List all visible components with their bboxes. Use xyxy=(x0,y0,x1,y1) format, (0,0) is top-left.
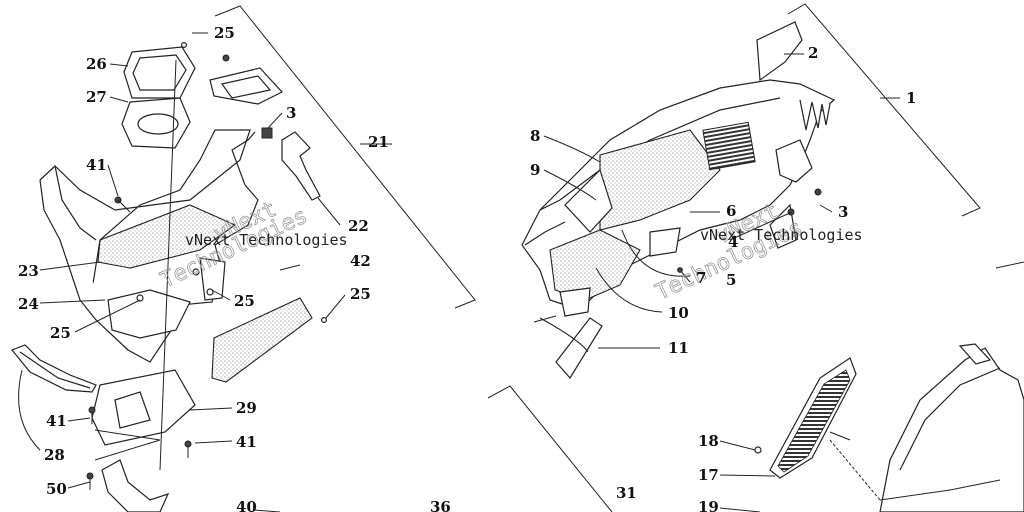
callout-25: 25 xyxy=(234,292,255,310)
left-assembly xyxy=(11,5,476,512)
callout-labels: 25 26 27 3 21 41 22 42 23 24 25 25 25 28… xyxy=(18,24,916,512)
callout-11: 11 xyxy=(668,339,689,357)
callout-36: 36 xyxy=(430,498,451,512)
bracket-21 xyxy=(214,5,476,309)
callout-28: 28 xyxy=(44,446,65,464)
callout-17: 17 xyxy=(698,466,719,484)
callout-26: 26 xyxy=(86,55,107,73)
callout-41: 41 xyxy=(236,433,257,451)
grille-vent xyxy=(702,121,756,171)
right-assembly xyxy=(487,3,1024,512)
callout-42: 42 xyxy=(350,252,371,270)
callout-7: 7 xyxy=(696,269,706,287)
callout-3: 3 xyxy=(286,104,296,122)
vent-part-22 xyxy=(281,131,321,201)
callout-23: 23 xyxy=(18,262,39,280)
callout-25: 25 xyxy=(214,24,235,42)
hood-part-19 xyxy=(879,347,1024,512)
callout-6: 6 xyxy=(726,202,736,220)
callout-22: 22 xyxy=(348,217,369,235)
callout-21: 21 xyxy=(368,133,389,151)
windshield-part-2 xyxy=(756,21,803,82)
bracket-part-28 xyxy=(11,344,97,393)
svg-text:vNext Technologies: vNext Technologies xyxy=(700,226,863,244)
callout-2: 2 xyxy=(808,44,818,62)
callout-31: 31 xyxy=(616,484,637,502)
callout-3: 3 xyxy=(838,203,848,221)
callout-41: 41 xyxy=(86,156,107,174)
bracket-1 xyxy=(787,3,981,217)
callout-29: 29 xyxy=(236,399,257,417)
bracket-part-50 xyxy=(101,459,170,512)
callout-41: 41 xyxy=(46,412,67,430)
callout-25: 25 xyxy=(50,324,71,342)
callout-27: 27 xyxy=(86,88,107,106)
bracket-31 xyxy=(487,385,613,512)
callout-10: 10 xyxy=(668,304,689,322)
callout-9: 9 xyxy=(530,161,540,179)
light-part-11 xyxy=(555,317,603,380)
side-panel-42 xyxy=(211,297,313,383)
callout-40: 40 xyxy=(236,498,257,512)
callout-5: 5 xyxy=(726,271,736,289)
callout-50: 50 xyxy=(46,480,67,498)
callout-25: 25 xyxy=(350,285,371,303)
callout-24: 24 xyxy=(18,295,39,313)
callout-8: 8 xyxy=(530,127,540,145)
callout-19: 19 xyxy=(698,498,719,512)
callout-4: 4 xyxy=(728,233,738,251)
callout-1: 1 xyxy=(906,89,916,107)
callout-18: 18 xyxy=(698,432,719,450)
svg-text:vNext Technologies: vNext Technologies xyxy=(185,231,348,249)
